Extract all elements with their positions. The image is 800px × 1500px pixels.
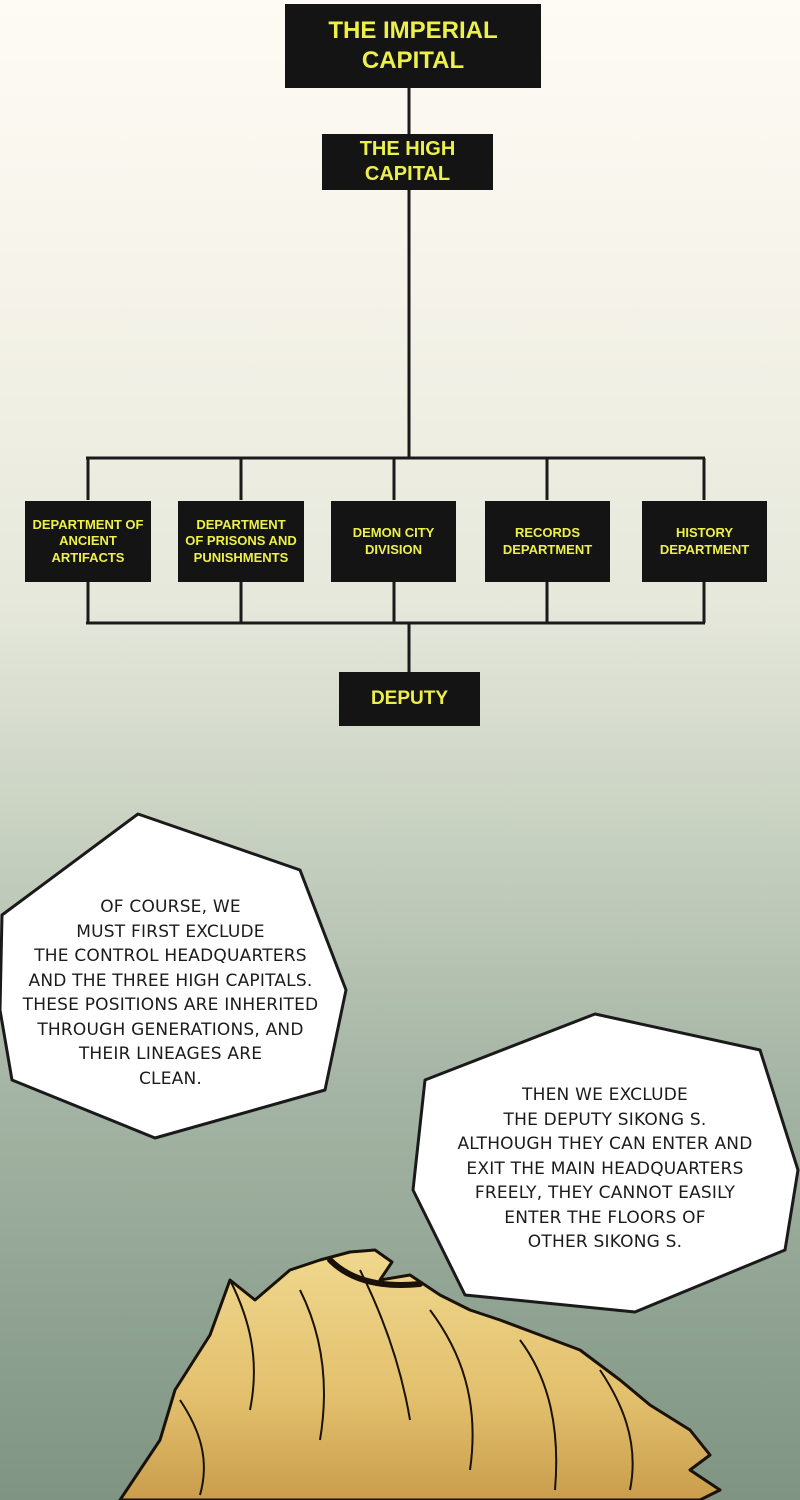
deputy-label: DEPUTY [370,688,449,710]
department-label-line: DIVISION [364,541,423,557]
department-label-line: HISTORY [675,525,734,541]
speech-line: THE DEPUTY SIKONG S. [503,1109,707,1130]
department-box-history: HISTORY DEPARTMENT [642,501,767,582]
high-capital-label: THE HIGH CAPITAL [359,138,456,185]
department-label-line: ANCIENT ARTIFACTS [51,533,125,565]
speech-line: EXIT THE MAIN HEADQUARTERS [466,1158,744,1179]
speech-line: CLEAN. [138,1068,203,1089]
speech-line: OTHER SIKONG S. [527,1232,683,1252]
speech-line: ENTER THE FLOORS OF [504,1207,706,1228]
speech-line: FREELY, THEY CANNOT EASILY [474,1183,736,1203]
deputy-box: DEPUTY [339,672,480,726]
speech-bubble-right [411,1012,800,1314]
department-label-line: RECORDS [514,525,580,541]
speech-line: MUST FIRST EXCLUDE [76,921,265,942]
speech-line: ALTHOUGH THEY CAN ENTER AND [457,1134,753,1154]
department-label-line: DEPARTMENT [502,541,593,557]
department-box-demon-city: DEMON CITY DIVISION [331,501,456,582]
speech-line: AND THE THREE HIGH CAPITALS. [28,970,313,991]
department-box-records: RECORDS DEPARTMENT [485,501,610,582]
department-label-line: DEMON CITY [352,525,435,541]
speech-bubble-left [0,812,348,1140]
speech-bubble-left-text: OF COURSE, WE MUST FIRST EXCLUDE THE CON… [18,895,323,1091]
speech-line: THROUGH GENERATIONS, AND [37,1019,304,1040]
department-label-line: PUNISHMENTS [193,549,289,565]
speech-bubble-right-text: THEN WE EXCLUDE THE DEPUTY SIKONG S. ALT… [440,1083,770,1255]
speech-line: THEN WE EXCLUDE [522,1085,688,1105]
department-box-prisons-punishments: DEPARTMENT OF PRISONS AND PUNISHMENTS [178,501,304,582]
character-hair-illustration [118,1248,722,1500]
imperial-capital-box: THE IMPERIAL CAPITAL [285,4,541,88]
speech-line: THE CONTROL HEADQUARTERS [34,946,307,966]
speech-line: THEIR LINEAGES ARE [78,1044,263,1064]
department-label-line: DEPARTMENT [659,541,750,557]
department-label-line: DEPARTMENT OF [32,517,144,533]
org-chart-connectors [86,88,706,672]
department-label-line: DEPARTMENT [196,517,286,533]
high-capital-box: THE HIGH CAPITAL [322,134,493,190]
department-box-ancient-artifacts: DEPARTMENT OF ANCIENT ARTIFACTS [25,501,151,582]
imperial-capital-label: THE IMPERIAL CAPITAL [328,17,498,74]
speech-line: OF COURSE, WE [100,897,241,917]
speech-line: THESE POSITIONS ARE INHERITED [22,995,319,1015]
department-label-line: OF PRISONS AND [185,533,297,549]
